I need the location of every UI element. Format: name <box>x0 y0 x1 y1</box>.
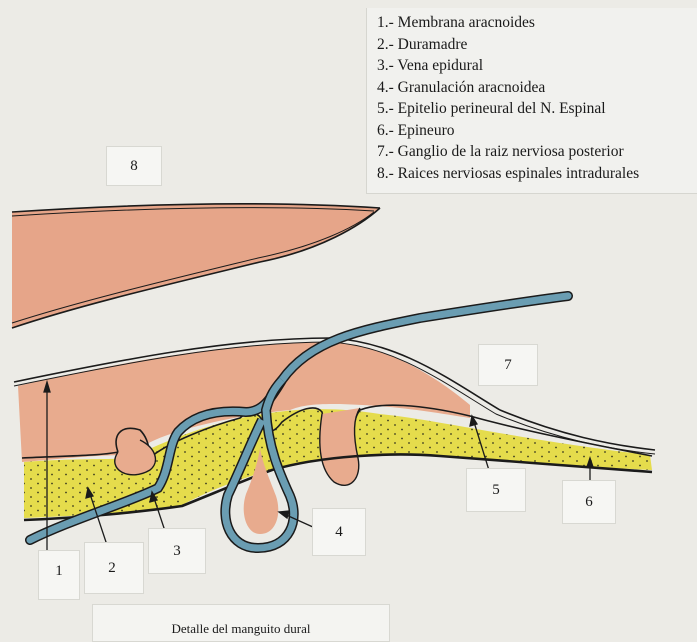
label-card-7: 7 <box>478 344 538 386</box>
legend-item-7: 7.- Ganglio de la raiz nerviosa posterio… <box>377 141 697 163</box>
arachnoid-pocket-right <box>320 408 360 485</box>
label-card-4: 4 <box>312 508 366 556</box>
label-8: 8 <box>130 158 138 175</box>
diagram-caption: Detalle del manguito dural <box>172 621 311 637</box>
label-5: 5 <box>492 482 500 499</box>
label-1: 1 <box>55 563 63 580</box>
legend-item-2: 2.- Duramadre <box>377 34 697 56</box>
label-card-1: 1 <box>38 550 80 600</box>
label-card-5: 5 <box>466 468 526 512</box>
label-2: 2 <box>108 560 116 577</box>
label-6: 6 <box>585 494 593 511</box>
caption-card: Detalle del manguito dural <box>92 604 390 642</box>
label-card-3: 3 <box>148 528 206 574</box>
legend-item-6: 6.- Epineuro <box>377 120 697 142</box>
intradural-root-bundle <box>12 204 380 328</box>
legend-item-8: 8.- Raices nerviosas espinales intradura… <box>377 163 697 185</box>
label-3: 3 <box>173 543 181 560</box>
legend-item-5: 5.- Epitelio perineural del N. Espinal <box>377 98 697 120</box>
label-7: 7 <box>504 357 512 374</box>
legend-item-3: 3.- Vena epidural <box>377 55 697 77</box>
legend-item-1: 1.- Membrana aracnoides <box>377 12 697 34</box>
legend-item-4: 4.- Granulación aracnoidea <box>377 77 697 99</box>
label-card-8: 8 <box>106 146 162 186</box>
arrowhead-4 <box>279 511 289 518</box>
label-card-2: 2 <box>84 542 144 594</box>
label-4: 4 <box>335 524 343 541</box>
label-card-6: 6 <box>562 480 616 524</box>
legend-panel: 1.- Membrana aracnoides 2.- Duramadre 3.… <box>366 8 697 194</box>
